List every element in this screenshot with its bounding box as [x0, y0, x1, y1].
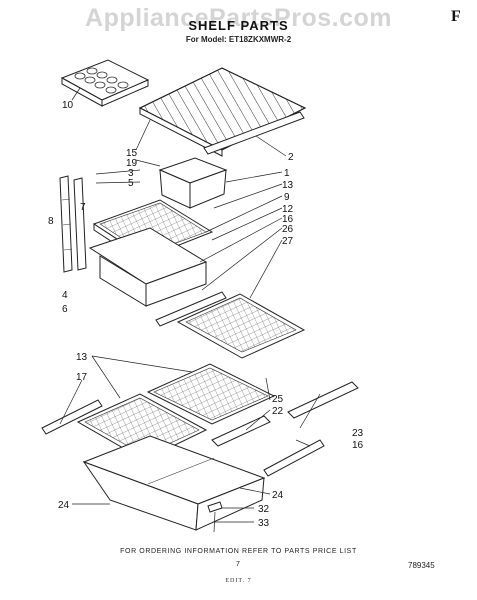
callout-5: 5	[128, 178, 134, 189]
callout-16-top: 16	[282, 214, 294, 225]
callout-24-left: 24	[58, 500, 70, 511]
callout-19: 19	[126, 158, 138, 169]
small-bin	[158, 157, 228, 209]
glass-shelf-middle	[176, 293, 306, 359]
model-line: For Model: ET18ZKXMWR-2	[185, 35, 292, 44]
callout-7: 7	[80, 202, 86, 213]
diagram-title: SHELF PARTS	[188, 18, 289, 33]
ordering-note: FOR ORDERING INFORMATION REFER TO PARTS …	[120, 548, 357, 555]
callout-15: 15	[126, 148, 138, 159]
callout-13-top: 13	[282, 180, 294, 191]
callout-12: 12	[282, 204, 294, 215]
crisper-drawers	[82, 435, 266, 531]
callout-13-lower: 13	[76, 352, 88, 363]
callout-labels: 10 15 19 3 5 2 1 13 8 7 9 12 16 26 27 4 …	[48, 100, 364, 529]
trim-strip-16	[263, 439, 325, 477]
callout-8: 8	[48, 216, 54, 227]
watermark: AppliancePartsPros.com	[85, 4, 392, 32]
edition-mark: EDIT. 7	[225, 578, 252, 584]
document-number: 789345	[408, 561, 435, 570]
callout-10: 10	[62, 100, 74, 111]
crisper-cover-right	[146, 363, 276, 425]
callout-9: 9	[284, 192, 290, 203]
callout-32: 32	[258, 504, 270, 515]
callout-25: 25	[272, 394, 284, 405]
callout-33: 33	[258, 518, 270, 529]
callout-4: 4	[62, 290, 68, 301]
trim-strip-26	[155, 291, 227, 327]
callout-27: 27	[282, 236, 294, 247]
callout-6: 6	[62, 304, 68, 315]
cover-strip-22	[211, 415, 271, 447]
shelf-trim-2	[203, 111, 305, 155]
trim-strip-17	[41, 399, 103, 435]
callout-23: 23	[352, 428, 364, 439]
callout-3: 3	[128, 168, 134, 179]
callout-16-lower: 16	[352, 440, 364, 451]
corner-mark: F	[451, 8, 461, 25]
egg-tray	[60, 59, 150, 107]
callout-17: 17	[76, 372, 88, 383]
callout-24-right: 24	[272, 490, 284, 501]
callout-2: 2	[288, 152, 294, 163]
trim-strip-23	[287, 381, 359, 419]
leader-lines	[59, 87, 321, 523]
page-number: 7	[236, 561, 240, 568]
meat-pan-frame	[88, 227, 208, 307]
callout-26: 26	[282, 224, 294, 235]
callout-22: 22	[272, 406, 284, 417]
callout-1: 1	[284, 168, 290, 179]
side-rails	[59, 175, 87, 273]
freezer-wire-shelf	[138, 67, 307, 157]
